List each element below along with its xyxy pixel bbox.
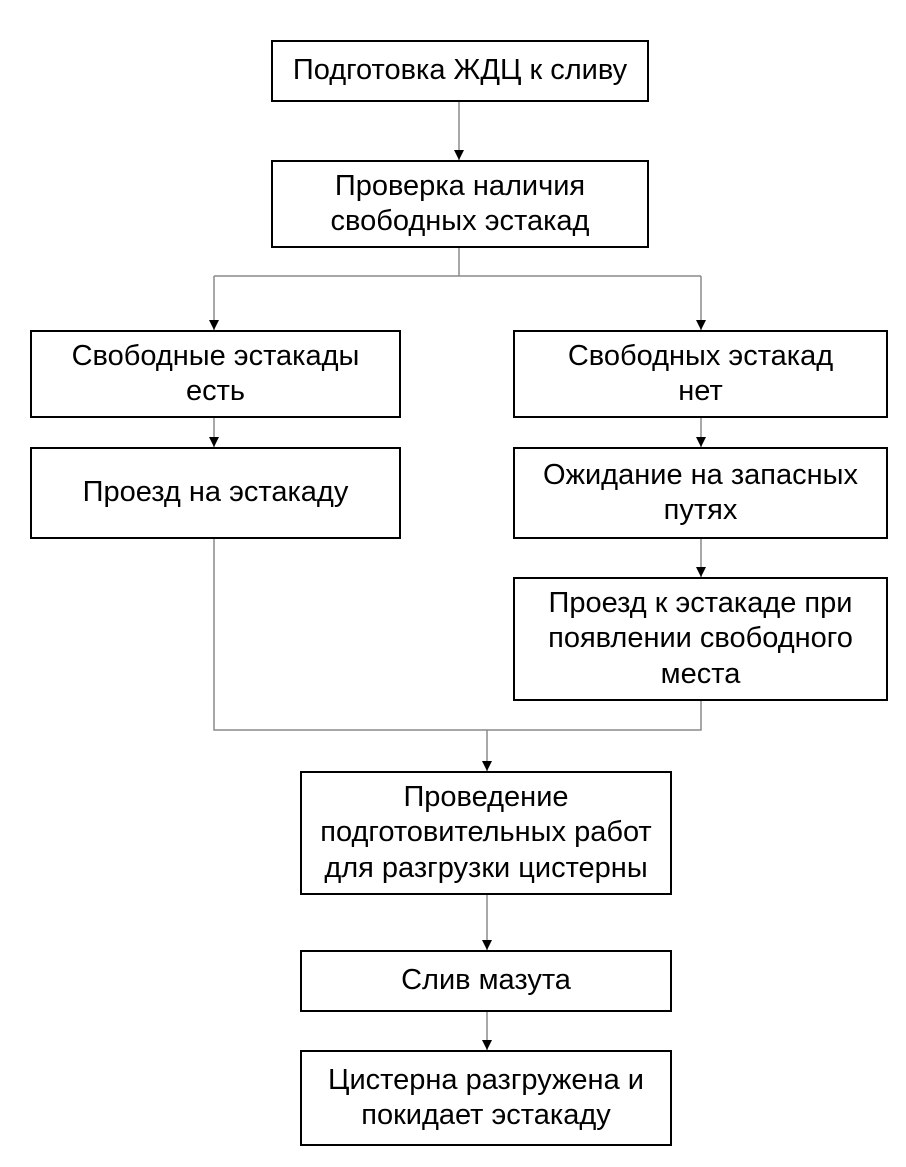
node-drive-when-free-line-3: места <box>660 657 741 690</box>
node-drain: Слив мазута <box>300 950 672 1012</box>
node-preparatory-work-line-2: подготовительных работ <box>320 816 652 849</box>
node-drive-when-free-line-2: появлении свободного <box>548 622 853 655</box>
node-drain-line-1: Слив мазута <box>401 964 571 997</box>
node-wait-line-2: путях <box>663 494 738 526</box>
node-check-line-2: свободных эстакад <box>330 205 590 237</box>
node-drive-to: Проезд на эстакаду <box>30 447 401 539</box>
node-prepare-line-1: Подготовка ЖДЦ к сливу <box>292 54 628 87</box>
node-preparatory-work-line-1: Проведение <box>403 780 569 813</box>
node-prepare: Подготовка ЖДЦ к сливу <box>271 40 649 102</box>
node-wait: Ожидание на запасных путях <box>513 447 888 539</box>
node-check-line-1: Проверка наличия <box>334 169 586 202</box>
node-unloaded: Цистерна разгружена и покидает эстакаду <box>300 1050 672 1146</box>
node-free-yes-line-1: Свободные эстакады <box>71 339 360 372</box>
node-preparatory-work-line-3: для разгрузки цистерны <box>324 851 648 884</box>
edge-drive-when-free-merge <box>487 701 702 731</box>
node-free-no-line-2: нет <box>678 375 723 407</box>
node-free-yes-line-2: есть <box>185 375 246 407</box>
node-drive-when-free: Проезд к эстакаде при появлении свободно… <box>513 577 888 701</box>
node-check: Проверка наличия свободных эстакад <box>271 160 649 248</box>
node-unloaded-line-1: Цистерна разгружена и <box>328 1063 644 1096</box>
node-wait-line-1: Ожидание на запасных <box>543 458 858 491</box>
node-drive-to-line-1: Проезд на эстакаду <box>82 476 349 509</box>
node-preparatory-work: Проведение подготовительных работ для ра… <box>300 771 672 895</box>
edge-drive-to-merge <box>213 539 487 731</box>
node-free-no: Свободных эстакад нет <box>513 330 888 418</box>
node-free-no-line-1: Свободных эстакад <box>567 339 834 372</box>
node-unloaded-line-2: покидает эстакаду <box>361 1099 611 1131</box>
node-free-yes: Свободные эстакады есть <box>30 330 401 418</box>
node-drive-when-free-line-1: Проезд к эстакаде при <box>548 586 853 619</box>
